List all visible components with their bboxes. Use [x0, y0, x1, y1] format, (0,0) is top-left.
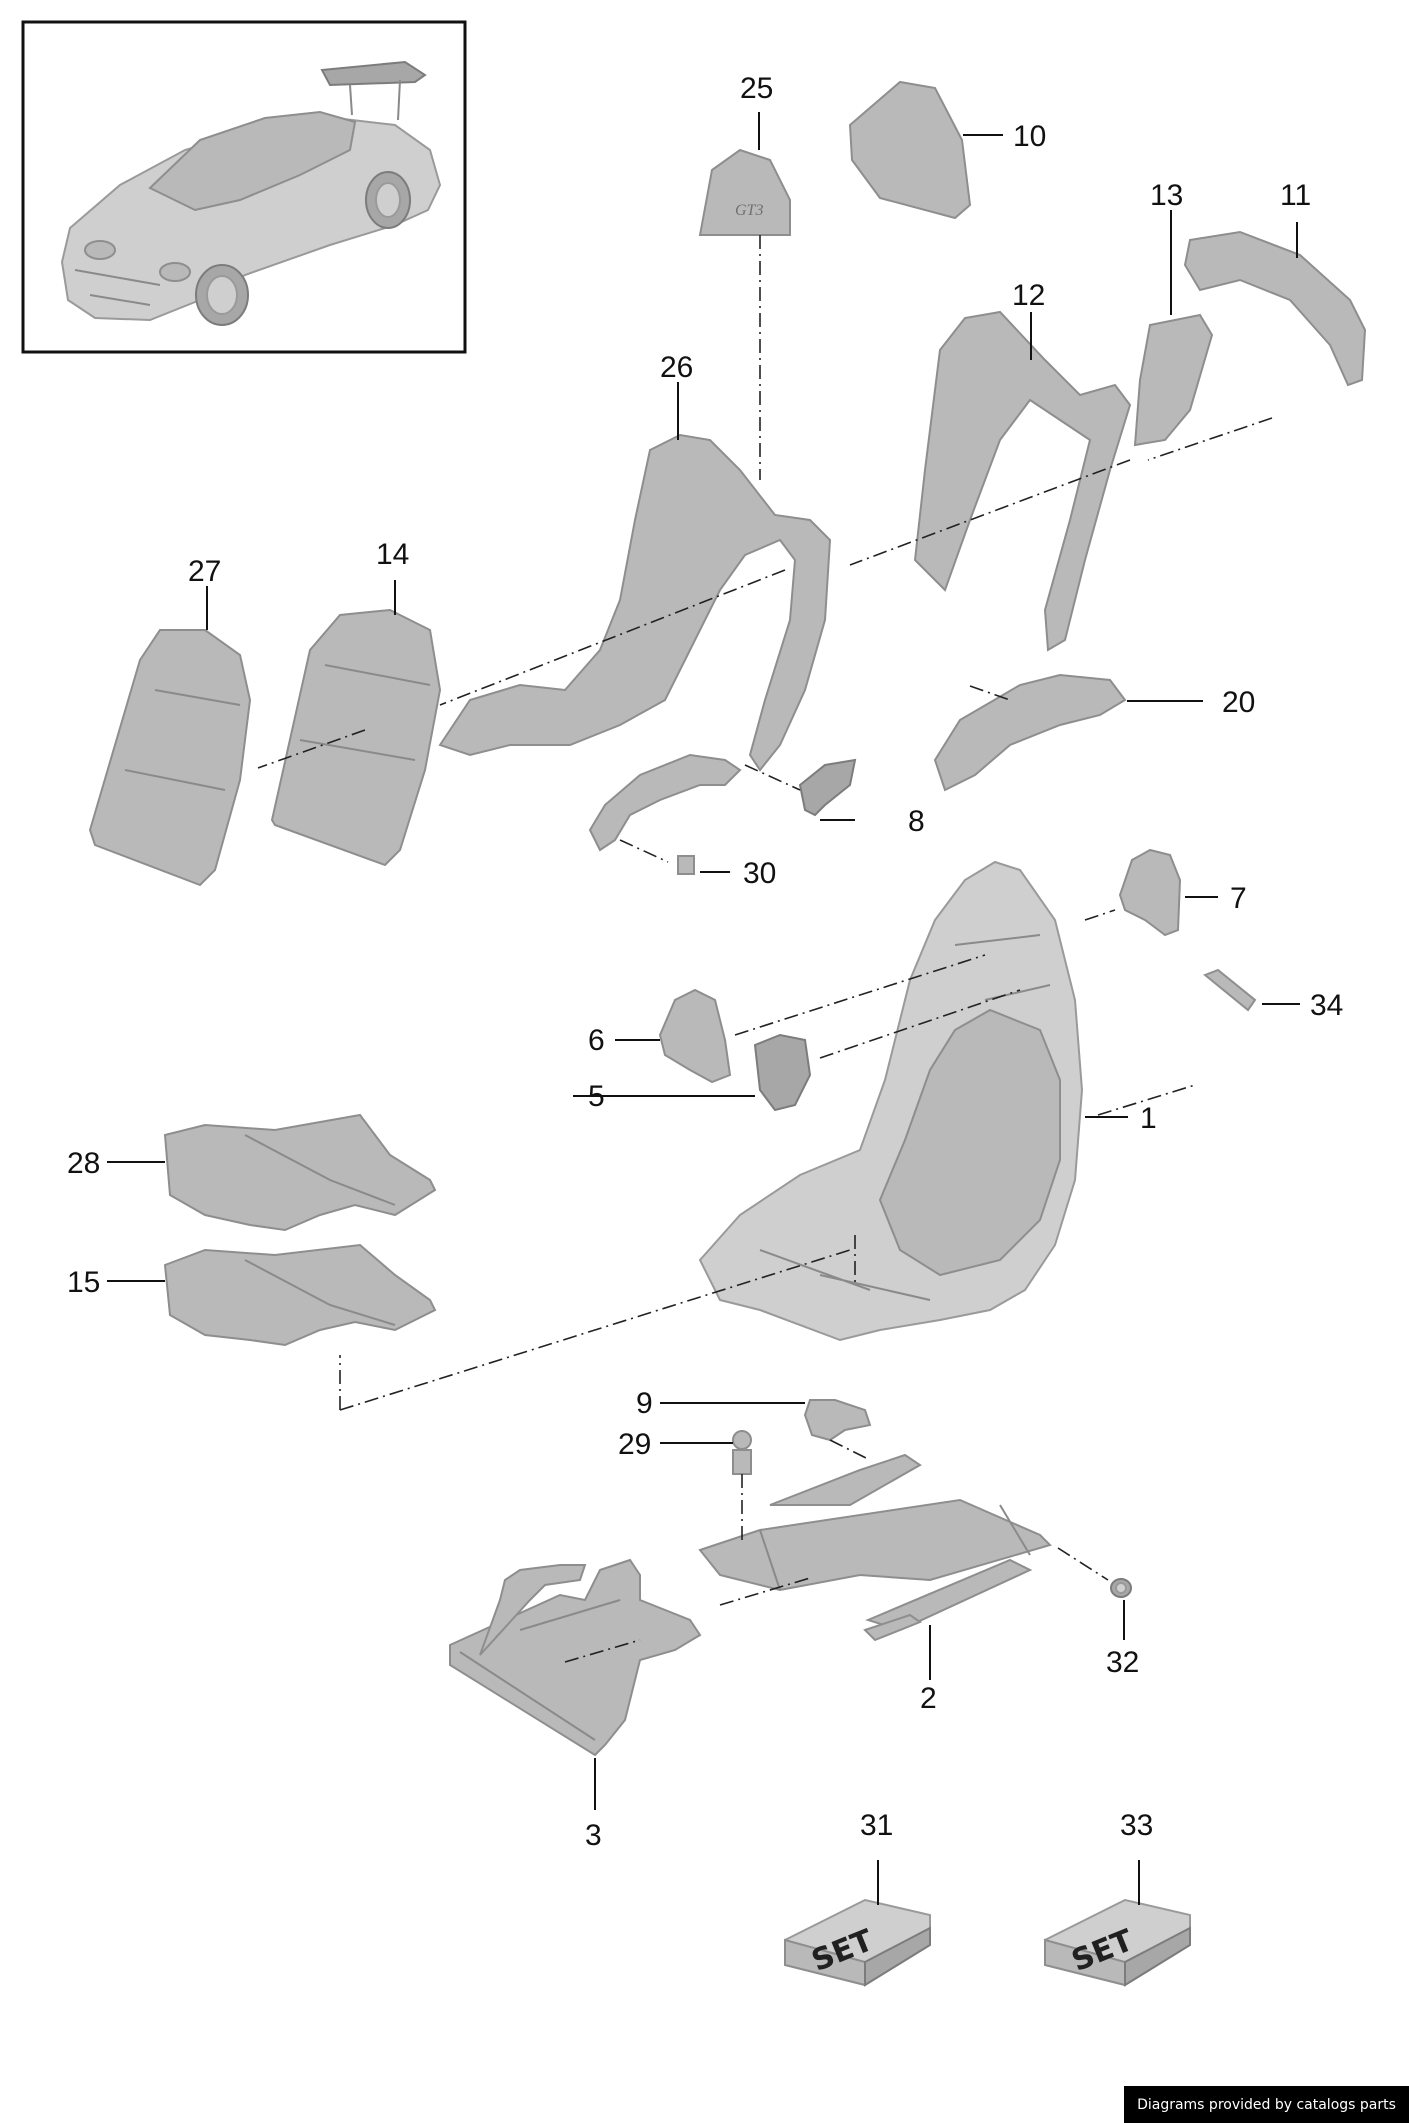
headrest-badge: GT3 — [735, 202, 763, 219]
callout-8: 8 — [908, 805, 925, 838]
callout-34: 34 — [1310, 989, 1343, 1022]
callout-29: 29 — [618, 1428, 651, 1461]
part-34-label — [1203, 968, 1257, 1012]
callout-6: 6 — [588, 1024, 605, 1057]
part-32-nut — [1110, 1578, 1132, 1598]
part-30-small-clip — [677, 855, 695, 875]
leader-lines — [107, 112, 1300, 1905]
callout-10: 10 — [1013, 120, 1046, 153]
callout-labels: 25 10 13 11 12 26 14 27 20 8 30 7 34 6 5… — [67, 72, 1343, 1852]
callout-15: 15 — [67, 1266, 100, 1299]
callout-32: 32 — [1106, 1646, 1139, 1679]
callout-5: 5 — [588, 1080, 605, 1113]
callout-7: 7 — [1230, 882, 1247, 915]
part-31-set-box: SET — [784, 1898, 931, 1987]
part-26-backrest-trim — [438, 433, 832, 772]
callout-28: 28 — [67, 1147, 100, 1180]
part-6-belt-guide — [658, 988, 732, 1084]
part-14-backrest-cushion — [270, 608, 442, 867]
part-13-side-bolster — [1133, 313, 1214, 447]
callout-2: 2 — [920, 1682, 937, 1715]
callout-25: 25 — [740, 72, 773, 105]
car-illustration — [60, 60, 442, 326]
part-10-headrest-pad — [848, 80, 972, 220]
part-27-backrest-cushion — [88, 629, 252, 887]
part-1-seat-shell — [698, 860, 1084, 1342]
callout-31: 31 — [860, 1809, 893, 1842]
part-15-seat-cushion — [163, 1243, 437, 1347]
callout-26: 26 — [660, 351, 693, 384]
part-26-lower-bracket — [588, 753, 742, 852]
part-25-headrest-cover: GT3 — [698, 148, 791, 236]
part-12-backrest-trim — [913, 310, 1132, 652]
part-3-console-bracket — [449, 1558, 702, 1757]
vehicle-inset — [21, 20, 467, 354]
callout-12: 12 — [1012, 279, 1045, 312]
part-20-seat-side-trim — [933, 673, 1127, 792]
callout-20: 20 — [1222, 686, 1255, 719]
part-7-belt-guide — [1118, 848, 1182, 937]
callout-30: 30 — [743, 857, 776, 890]
callout-13: 13 — [1150, 179, 1183, 212]
callout-14: 14 — [376, 538, 409, 571]
part-8-clip — [798, 758, 857, 817]
callout-9: 9 — [636, 1387, 653, 1420]
callout-27: 27 — [188, 555, 221, 588]
diagram-credit: Diagrams provided by catalogs parts — [1124, 2086, 1409, 2123]
part-2-seat-rail — [698, 1453, 1052, 1642]
callout-11: 11 — [1280, 179, 1311, 212]
assembly-lines — [257, 235, 1273, 1663]
part-29-screw — [732, 1430, 752, 1475]
callout-33: 33 — [1120, 1809, 1153, 1842]
callout-3: 3 — [585, 1819, 602, 1852]
part-28-seat-cushion — [163, 1113, 437, 1232]
callout-1: 1 — [1140, 1102, 1157, 1135]
part-5-cover-cap — [753, 1033, 812, 1112]
part-11-side-trim — [1183, 230, 1367, 387]
part-33-set-box: SET — [1044, 1898, 1191, 1987]
part-9-bracket — [803, 1399, 872, 1442]
